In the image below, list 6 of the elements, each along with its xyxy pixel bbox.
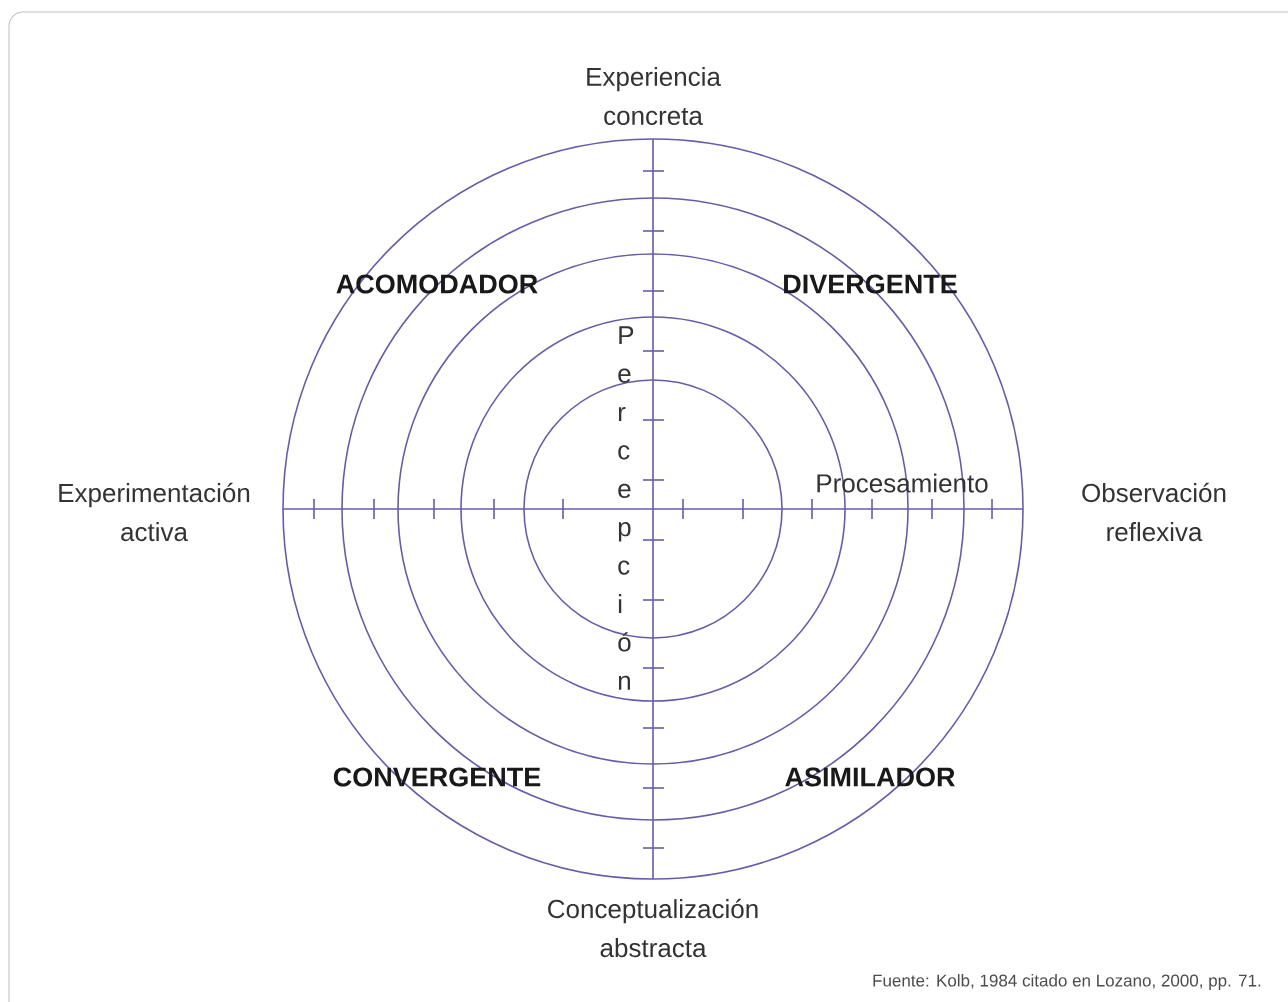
axis-label: Observación reflexiva bbox=[1082, 482, 1226, 542]
axis-label: Experiencia concreta bbox=[587, 66, 721, 126]
vertical-axis-title: Percepción bbox=[618, 326, 634, 690]
axis-label: Experimentación activa bbox=[59, 482, 250, 542]
axis-label: Conceptualización abstracta bbox=[548, 898, 758, 958]
source-note: Fuente: Kolb, 1984 citado en Lozano, 2000, pp. 71. bbox=[873, 974, 1261, 990]
